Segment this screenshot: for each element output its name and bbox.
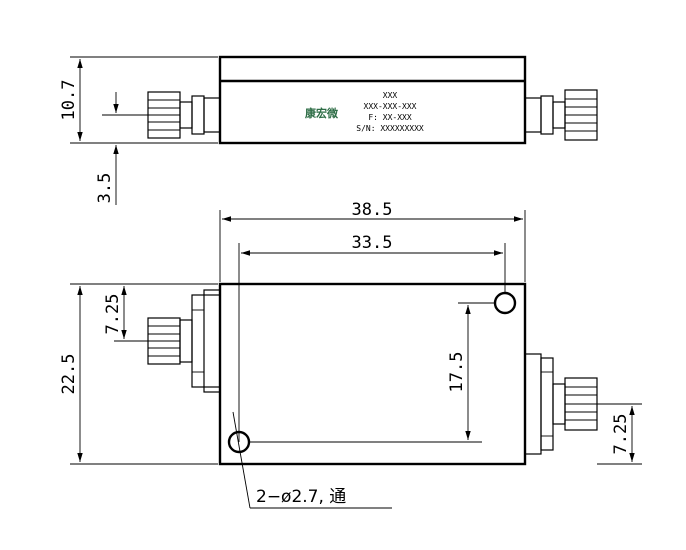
hole-callout: 2−ø2.7, 通 — [232, 411, 392, 509]
dim-top-height-label: 10.7 — [59, 80, 79, 121]
dim-top-offset-label: 3.5 — [95, 173, 115, 204]
dim-width-holes: 33.5 — [238, 233, 506, 442]
dim-width-holes-label: 33.5 — [352, 233, 393, 253]
plan-right-sma-connector — [524, 353, 598, 455]
side-view: 康宏微 XXX XXX-XXX-XXX F: XX-XXX S/N: XXXXX… — [59, 55, 598, 205]
dim-top-height: 10.7 — [59, 56, 218, 144]
dim-left-port-offset: 7.25 — [103, 286, 148, 342]
label-line-frequency: F: XX-XXX — [368, 113, 412, 122]
dim-width-overall-label: 38.5 — [352, 200, 393, 220]
dim-left-port-offset-label: 7.25 — [103, 294, 123, 335]
label-line-model: XXX — [383, 91, 398, 100]
plan-view: 38.5 33.5 22.5 7.25 17.5 — [59, 200, 642, 509]
mounting-hole-top-right — [493, 291, 517, 315]
dim-hole-spacing-label: 17.5 — [447, 352, 467, 393]
dim-hole-spacing: 17.5 — [249, 302, 495, 443]
dim-right-port-offset-label: 7.25 — [611, 414, 631, 455]
company-logo: 康宏微 — [305, 106, 339, 120]
dim-height-overall: 22.5 — [59, 283, 218, 465]
side-left-sma-connector — [147, 91, 221, 139]
dim-right-port-offset: 7.25 — [597, 403, 642, 465]
side-right-sma-connector — [524, 89, 598, 141]
dim-height-overall-label: 22.5 — [59, 354, 79, 395]
label-line-part: XXX-XXX-XXX — [364, 102, 417, 111]
plan-left-sma-connector — [147, 289, 221, 393]
dim-top-offset: 3.5 — [95, 92, 148, 205]
label-line-serial: S/N: XXXXXXXXX — [356, 124, 424, 133]
hole-callout-note: 2−ø2.7, 通 — [256, 487, 346, 507]
plan-view-body — [218, 282, 527, 466]
dim-width-overall: 38.5 — [219, 200, 526, 282]
